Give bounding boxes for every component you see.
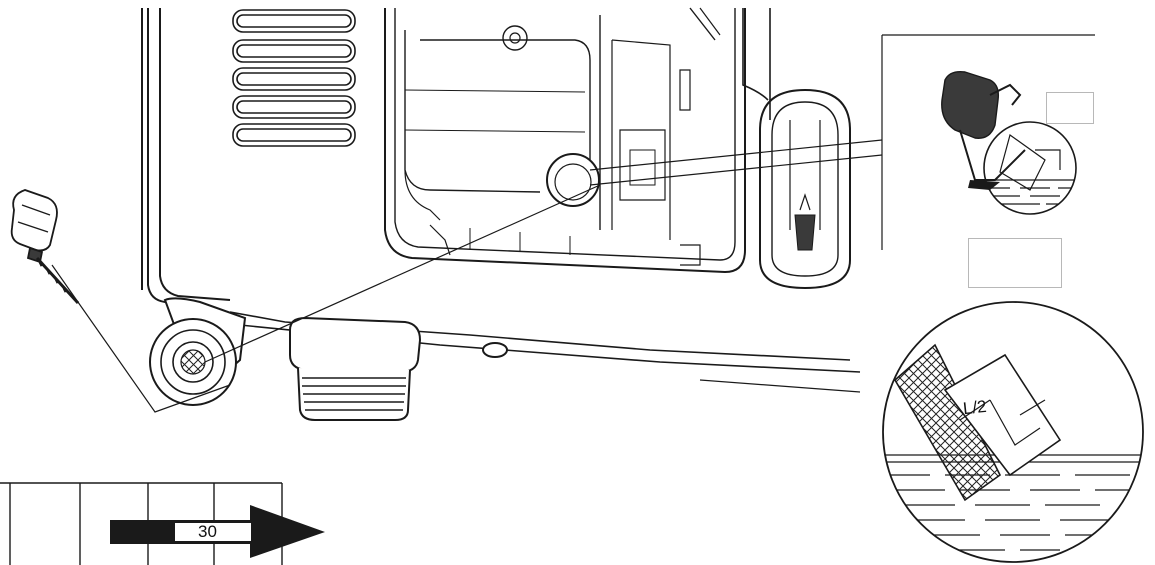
oil-dipstick-icon	[10, 189, 80, 305]
generator-housing	[141, 8, 861, 393]
engine-access-panel	[384, 7, 746, 274]
right-arrow-icon	[110, 505, 325, 558]
drain-fitting	[289, 316, 508, 421]
blank-label-box-2	[968, 238, 1062, 288]
bottom-left-frame	[0, 482, 283, 565]
leader-lines	[51, 34, 1095, 413]
arrow-value-label: 30	[198, 522, 217, 541]
carry-handle	[759, 88, 851, 290]
hand-icon	[941, 70, 1000, 139]
drain-plug-icon	[149, 297, 247, 406]
vent-louvres	[232, 9, 356, 147]
oil-level-check-inset	[941, 70, 1077, 215]
blank-label-box-1	[1046, 92, 1094, 124]
level-label: L/2	[962, 396, 988, 419]
oil-level-zoom-inset	[882, 301, 1144, 563]
